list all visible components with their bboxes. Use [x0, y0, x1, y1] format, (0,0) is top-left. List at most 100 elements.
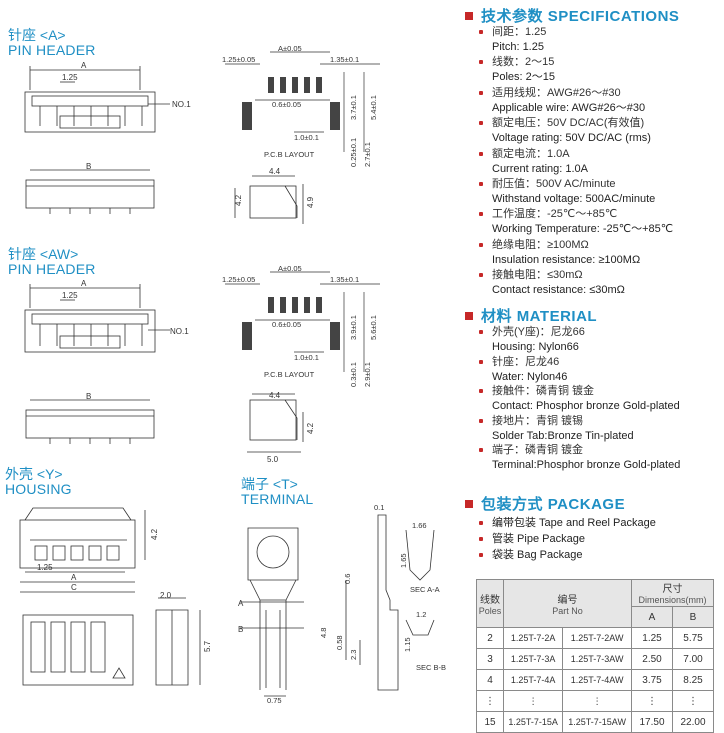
housing-y-title-cn: 外壳 <Y>: [5, 466, 63, 482]
dim-135: 1.35±0.1: [330, 55, 359, 64]
dim-125: 1.25±0.05: [222, 55, 255, 64]
pcb-layout-label: P.C.B LAYOUT: [264, 150, 315, 159]
package-item: 管装 Pipe Package: [492, 533, 585, 545]
red-dot-bullet-icon: [479, 448, 483, 452]
dim-56: 5.6±0.1: [369, 315, 378, 340]
table-cell-a: 3.75: [631, 669, 673, 691]
sec-b-marker: B: [238, 625, 243, 634]
pin-header-a-front-drawing: A 1.25 NO.1: [24, 61, 191, 133]
dim-pitch-label: 1.25: [62, 73, 78, 82]
col-part-cn: 编号: [557, 595, 578, 606]
spec-item-en: Poles: 2～15: [492, 71, 555, 84]
red-dot-bullet-icon: [479, 521, 483, 525]
dim-42-y: 4.2: [150, 528, 159, 540]
col-part-en: Part No: [552, 606, 583, 616]
table-cell-poles: 2: [476, 627, 504, 649]
material-item-cn: 接地片：青铜 镀锡: [492, 414, 584, 427]
red-dot-bullet-icon: [479, 90, 483, 95]
material-item-cn: 针座：尼龙46: [492, 355, 560, 368]
red-square-bullet-icon: [465, 500, 473, 508]
red-dot-bullet-icon: [479, 121, 483, 126]
dim-125-aw: 1.25±0.05: [222, 275, 255, 284]
package-heading: 包装方式 PACKAGE: [465, 493, 625, 514]
spec-item-cn: 线数：2～15: [492, 56, 555, 69]
red-dot-bullet-icon: [479, 30, 483, 34]
red-dot-bullet-icon: [479, 389, 483, 393]
dim-39: 3.9±0.1: [349, 315, 358, 340]
dim-c-y: C: [71, 583, 77, 592]
table-row: ⋮⋮⋮⋮⋮: [476, 690, 714, 712]
spec-heading-en: SPECIFICATIONS: [547, 8, 680, 25]
dim-37: 3.7±0.1: [349, 95, 358, 120]
dim-a-y: A: [71, 573, 77, 582]
dim-10: 1.0±0.1: [294, 133, 319, 142]
dim-t48: 4.8: [319, 628, 328, 638]
dim-t165: 1.65: [399, 553, 408, 568]
table-cell-a: 1.25: [631, 627, 673, 649]
dim-54: 5.4±0.1: [369, 95, 378, 120]
pin-header-aw-title-cn: 针座 <AW>: [8, 246, 79, 262]
pcb-layout-label-aw: P.C.B LAYOUT: [264, 370, 315, 379]
pin-header-aw-title-en: PIN HEADER: [8, 261, 96, 277]
dim-42-aw: 4.2: [306, 422, 315, 434]
spec-heading: 技术参数 SPECIFICATIONS: [465, 5, 679, 26]
table-cell-p1: ⋮: [502, 690, 564, 712]
table-cell-a: ⋮: [631, 690, 673, 712]
red-dot-bullet-icon: [479, 242, 483, 247]
pcb-layout-a-drawing: A±0.05 1.25±0.05 1.35±0.1 0.6±0.05 1.0±0…: [222, 44, 380, 167]
table-cell-poles: 15: [476, 711, 504, 733]
table-cell-b: 7.00: [672, 648, 714, 670]
red-dot-bullet-icon: [479, 537, 483, 541]
material-item-en: Terminal:Phosphor bronze Gold-plated: [492, 459, 681, 471]
red-dot-bullet-icon: [479, 151, 483, 156]
col-a-header: A: [631, 606, 673, 628]
dim-a-label: A: [81, 61, 87, 70]
red-dot-bullet-icon: [479, 418, 483, 423]
dim-20-y: 2.0: [160, 591, 172, 600]
col-poles-en: Poles: [478, 606, 502, 616]
dim-27: 2.7±0.1: [363, 142, 372, 167]
material-item-cn: 外壳(Y座)：尼龙66: [492, 326, 585, 338]
spec-item-cn: 适用线规：AWG#26～#30: [492, 86, 621, 99]
pin-header-aw-bottom-drawing: B: [25, 392, 155, 444]
dim-57-y: 5.7: [203, 640, 212, 652]
spec-item-en: Voltage rating: 50V DC/AC (rms): [492, 132, 651, 145]
sec-a-marker: A: [238, 599, 244, 608]
spec-item-en: Contact resistance: ≤30mΩ: [492, 284, 625, 297]
pin-header-a-bottom-drawing: B: [25, 162, 155, 214]
no1-label: NO.1: [172, 100, 191, 109]
spec-heading-cn: 技术参数: [481, 8, 544, 25]
material-item-en: Solder Tab:Bronze Tin-plated: [492, 429, 634, 442]
terminal-t-drawing: 0.1 1.66 1.65 SEC A-A 0.6 4.8 0.58 2.3 0…: [238, 503, 446, 705]
pin-header-a-title-en: PIN HEADER: [8, 42, 96, 58]
pin-header-a-side-drawing: 4.4 4.2 4.9: [234, 167, 315, 224]
housing-y-side-drawing: 2.0 5.7: [155, 591, 212, 686]
dim-44: 4.4: [269, 167, 281, 176]
pcb-layout-aw-drawing: A±0.05 1.25±0.05 1.35±0.1 0.6±0.05 1.0±0…: [222, 264, 380, 387]
spec-item-en: Working Temperature: -25℃～+85℃: [492, 223, 674, 236]
dim-t23: 2.3: [349, 650, 358, 660]
dim-49: 4.9: [306, 196, 315, 208]
table-cell-p2: 1.25T-7-4AW: [562, 669, 632, 691]
dim-025: 0.25±0.1: [349, 138, 358, 167]
red-dot-bullet-icon: [479, 182, 483, 186]
table-cell-p1: 1.25T-7-15A: [502, 711, 564, 733]
dim-a-tol: A±0.05: [278, 44, 302, 53]
red-dot-bullet-icon: [479, 273, 483, 278]
dim-t166: 1.66: [412, 521, 427, 530]
red-dot-bullet-icon: [479, 60, 483, 65]
material-heading: 材料 MATERIAL: [465, 305, 597, 326]
dim-t058: 0.58: [335, 635, 344, 650]
dim-29: 2.9±0.1: [363, 362, 372, 387]
table-cell-b: 22.00: [672, 711, 714, 733]
housing-y-front-drawing: 1.25 A C 4.2: [19, 507, 159, 593]
dim-t115: 1.15: [403, 637, 412, 652]
col-part-header: 编号 Part No: [503, 579, 632, 628]
table-cell-a: 17.50: [631, 711, 673, 733]
dim-135-aw: 1.35±0.1: [330, 275, 359, 284]
table-cell-poles: 3: [476, 648, 504, 670]
